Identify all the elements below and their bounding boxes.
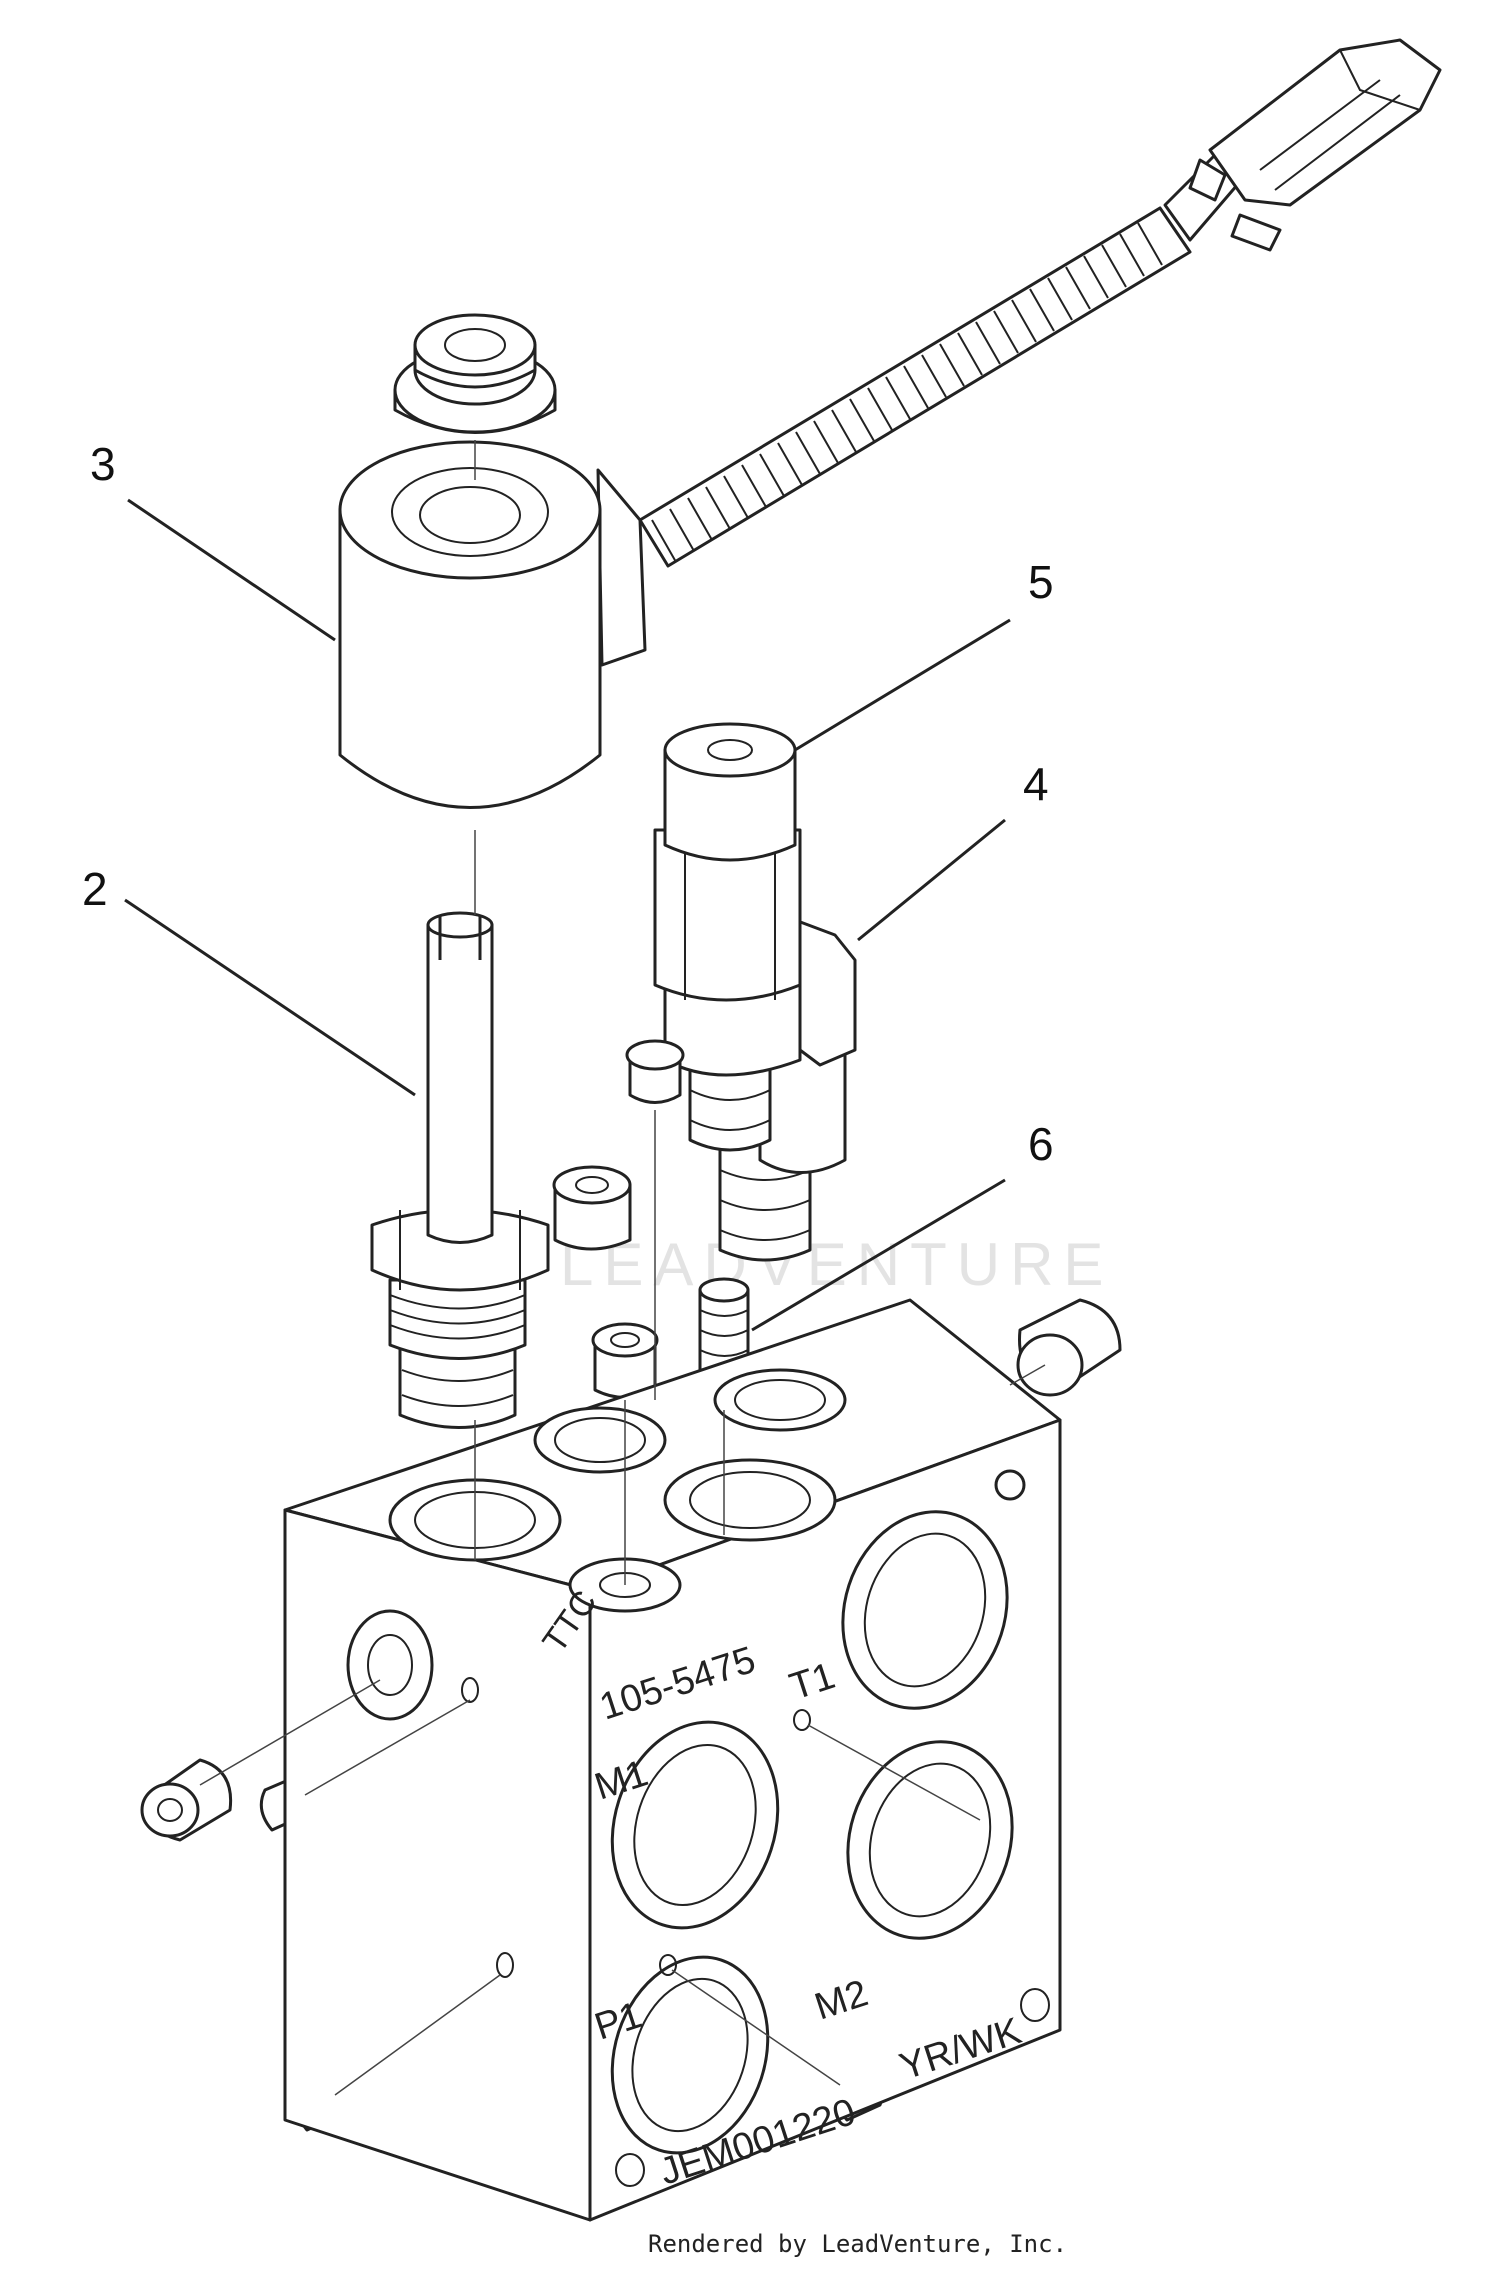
callout-5: 5 xyxy=(1028,556,1054,608)
solenoid-coil xyxy=(338,440,647,809)
watermark: LEADVENTURE xyxy=(560,1231,1113,1298)
leader-lines xyxy=(124,498,1011,1332)
callout-4: 4 xyxy=(1023,758,1049,810)
assembly-axes xyxy=(199,440,1046,2096)
render-credit: Rendered by LeadVenture, Inc. xyxy=(648,2230,1067,2258)
callout-6: 6 xyxy=(1028,1118,1054,1170)
spring-coils xyxy=(651,222,1163,563)
solenoid-cartridge xyxy=(370,911,550,1429)
relief-valve xyxy=(653,722,857,1262)
callout-3: 3 xyxy=(90,438,116,490)
coil-nut xyxy=(393,313,557,434)
wire-harness xyxy=(638,38,1442,568)
callout-2: 2 xyxy=(82,863,108,915)
manifold-block: TTC 105-5475 T1 M1 P1 M2 YR/WK JEM001220 xyxy=(283,1298,1062,2222)
